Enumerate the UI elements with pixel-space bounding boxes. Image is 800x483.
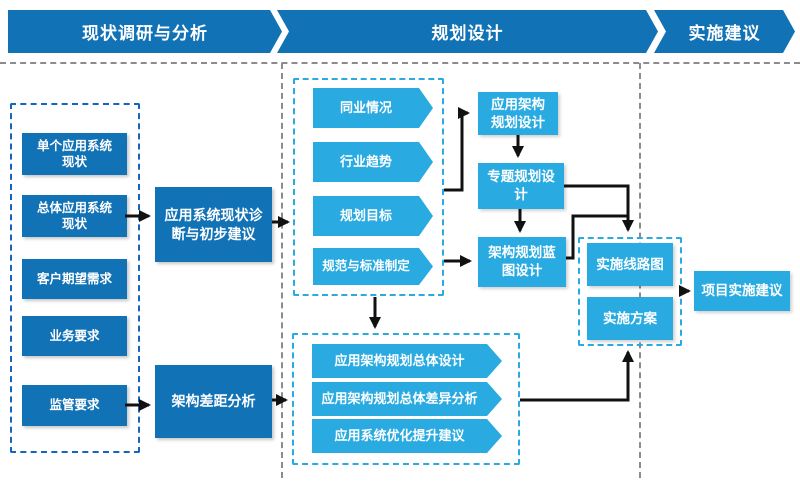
node-standards-definition: 规范与标准制定 (313, 248, 433, 285)
node-single-app-status: 单个应用系统 现状 (22, 133, 127, 175)
node-planning-goals: 规划目标 (313, 196, 433, 236)
phase-header-implementation: 实施建议 (654, 10, 795, 53)
node-regulatory-requirements: 监管要求 (22, 385, 127, 426)
node-peer-situation: 同业情况 (313, 88, 433, 128)
node-optimization-suggestions: 应用系统优化提升建议 (312, 419, 502, 453)
node-status-diagnosis: 应用系统现状诊 断与初步建议 (155, 187, 272, 262)
arrow-summary-to-implementation (520, 350, 634, 402)
node-business-requirements: 业务要求 (22, 316, 127, 356)
node-app-architecture-design: 应用架构 规划设计 (478, 92, 558, 135)
research-group (293, 78, 444, 296)
phase-header-planning: 规划设计 (277, 10, 658, 53)
node-overall-gap-analysis: 应用架构规划总体差异分析 (312, 382, 502, 416)
node-industry-trends: 行业趋势 (313, 142, 433, 182)
horizontal-divider (0, 62, 800, 64)
node-special-topic-design: 专题规划设 计 (478, 163, 564, 209)
node-architecture-blueprint-design: 架构规划蓝 图设计 (478, 237, 566, 287)
node-implementation-roadmap: 实施线路图 (587, 243, 673, 286)
current-state-group (10, 103, 140, 453)
node-project-implementation-proposal: 项目实施建议 (694, 271, 790, 311)
arrow-special-to-implementation (564, 184, 634, 232)
node-architecture-gap-analysis: 架构差距分析 (155, 365, 272, 438)
node-overall-architecture-design: 应用架构规划总体设计 (312, 344, 502, 378)
phase-header-research: 现状调研与分析 (8, 10, 282, 53)
node-overall-app-status: 总体应用系统 现状 (22, 195, 127, 237)
phase-divider-1 (281, 63, 283, 478)
node-customer-expectations: 客户期望需求 (22, 259, 127, 299)
summary-group (292, 333, 520, 465)
arrow-research-to-apparch (444, 107, 470, 192)
node-implementation-plan: 实施方案 (587, 297, 673, 340)
